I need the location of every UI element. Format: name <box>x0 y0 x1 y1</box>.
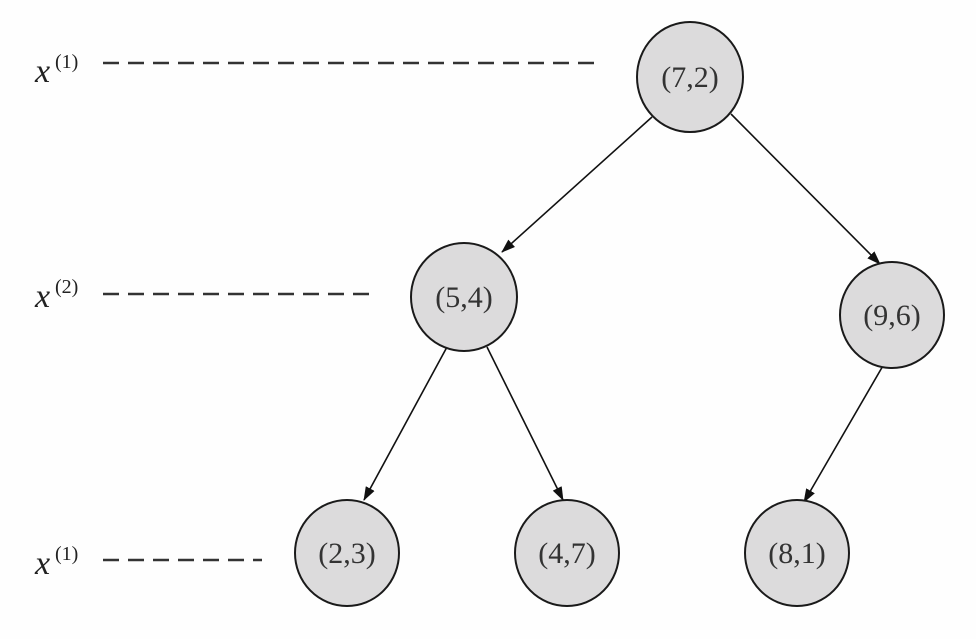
level-label-1: x (1) <box>34 51 600 90</box>
node-label: (9,6) <box>863 299 920 332</box>
level-label-2: x (2) <box>34 276 372 315</box>
level-sup: (1) <box>55 51 78 73</box>
edge-root-right <box>730 113 881 265</box>
edge-left-leftleft <box>363 346 448 501</box>
node-label: (5,4) <box>435 281 492 314</box>
node-label: (4,7) <box>538 537 595 570</box>
node-left: (5,4) <box>410 242 518 352</box>
edge-right-rightleft <box>803 363 885 503</box>
node-left-right: (4,7) <box>514 499 620 607</box>
level-sup: (2) <box>55 276 78 298</box>
node-label: (2,3) <box>318 537 375 570</box>
level-var: x <box>34 53 50 90</box>
edge-left-leftright <box>486 346 564 501</box>
edge-root-left <box>501 116 653 253</box>
node-left-left: (2,3) <box>294 499 400 607</box>
node-right: (9,6) <box>839 261 945 369</box>
level-var: x <box>34 545 50 582</box>
node-right-left: (8,1) <box>744 499 850 607</box>
node-label: (7,2) <box>661 61 718 94</box>
level-label-3: x (1) <box>34 543 262 582</box>
node-root: (7,2) <box>636 21 744 133</box>
level-sup: (1) <box>55 543 78 565</box>
node-label: (8,1) <box>768 537 825 570</box>
level-var: x <box>34 278 50 315</box>
